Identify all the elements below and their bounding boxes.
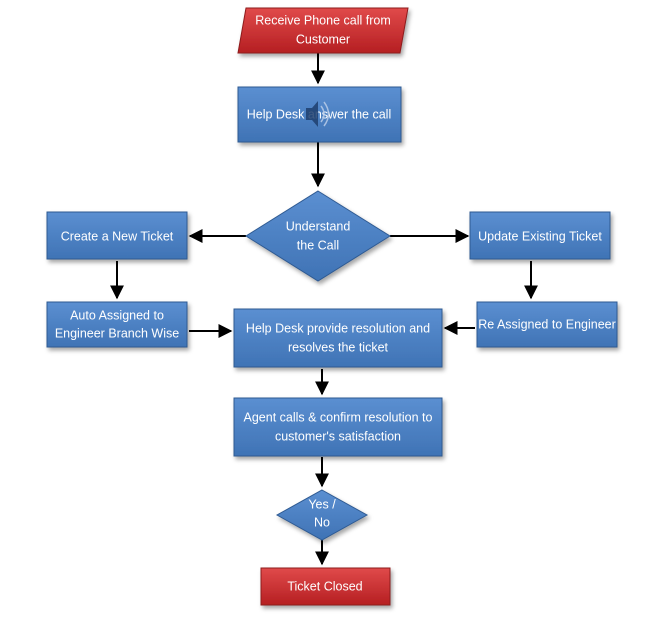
auto-assign-label-line1: Auto Assigned to xyxy=(70,308,164,322)
answer-call-label: Help Desk answer the call xyxy=(247,107,392,121)
agent-confirm-label-line2: customer's satisfaction xyxy=(275,429,401,443)
agent-confirm-label-line1: Agent calls & confirm resolution to xyxy=(244,410,433,424)
auto-assign-node: Auto Assigned to Engineer Branch Wise xyxy=(46,301,188,348)
connectors xyxy=(110,53,538,566)
understand-call-node: Understand the Call xyxy=(245,190,391,282)
resolution-label-line1: Help Desk provide resolution and xyxy=(246,321,430,335)
receive-call-label-line2: Customer xyxy=(296,32,350,46)
create-ticket-label: Create a New Ticket xyxy=(61,229,174,243)
speaker-icon xyxy=(306,101,330,127)
resolution-label-line2: resolves the ticket xyxy=(288,340,389,354)
resolution-node: Help Desk provide resolution and resolve… xyxy=(233,308,443,368)
yes-no-node: Yes / No xyxy=(275,489,369,541)
yes-no-label-line2: No xyxy=(314,515,330,529)
update-ticket-label: Update Existing Ticket xyxy=(478,229,602,243)
create-ticket-node: Create a New Ticket xyxy=(46,211,188,260)
auto-assign-label-line2: Engineer Branch Wise xyxy=(55,326,179,340)
agent-confirm-node: Agent calls & confirm resolution to cust… xyxy=(233,397,443,457)
receive-call-node: Receive Phone call from Customer xyxy=(237,7,409,54)
ticket-closed-label: Ticket Closed xyxy=(287,579,362,593)
yes-no-label-line1: Yes / xyxy=(308,497,336,511)
update-ticket-node: Update Existing Ticket xyxy=(469,211,611,260)
answer-call-node: Help Desk answer the call xyxy=(237,86,402,143)
ticket-closed-node: Ticket Closed xyxy=(260,567,391,606)
understand-call-label-line2: the Call xyxy=(297,238,339,252)
reassign-label: Re Assigned to Engineer xyxy=(478,317,616,331)
receive-call-label-line1: Receive Phone call from xyxy=(255,13,390,27)
understand-call-label-line1: Understand xyxy=(286,219,351,233)
reassign-node: Re Assigned to Engineer xyxy=(476,301,618,348)
